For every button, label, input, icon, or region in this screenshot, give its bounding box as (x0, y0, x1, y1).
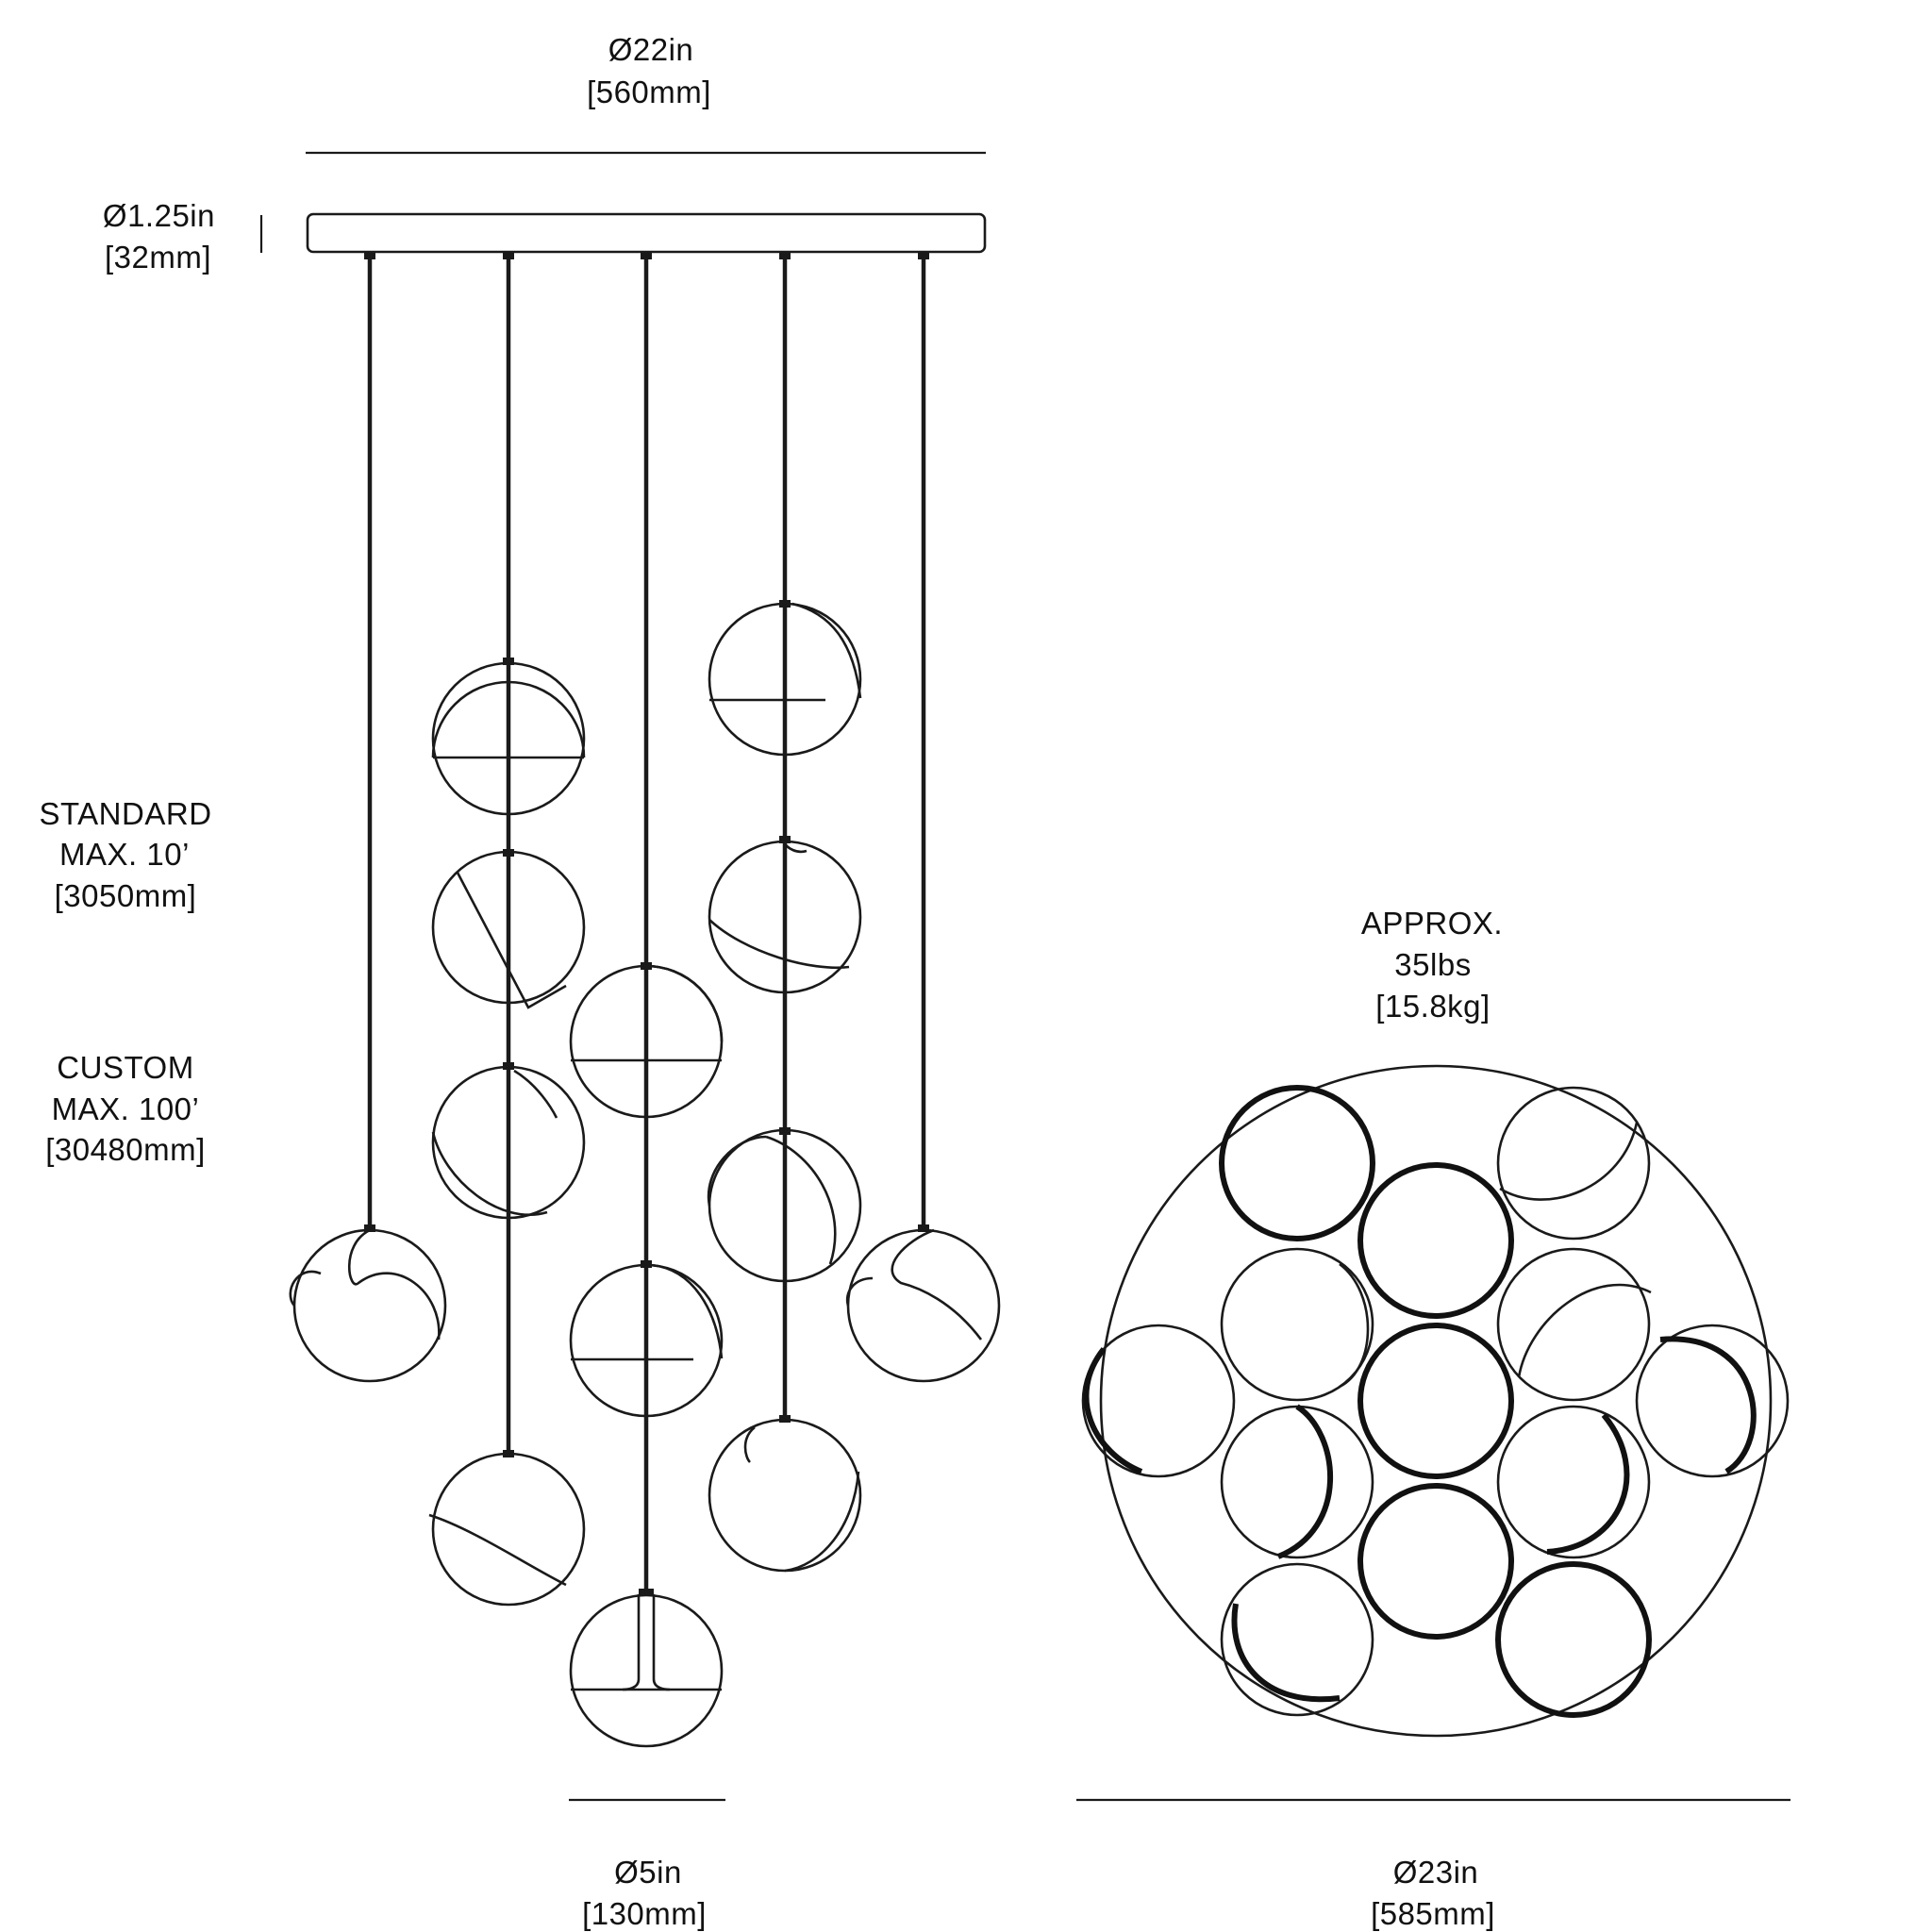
canopy-height-label: Ø1.25in [32mm] (103, 198, 215, 275)
globe-pendant (289, 1224, 447, 1383)
top-view-globe (1496, 1086, 1651, 1241)
globe-diameter-label: Ø5in [130mm] (582, 1855, 707, 1931)
custom-drop-title: CUSTOM (57, 1050, 193, 1085)
globe-diameter-metric: [130mm] (582, 1896, 707, 1931)
globe-pendant (431, 849, 586, 1009)
standard-drop-max: MAX. 10’ (59, 837, 190, 872)
globe-pendant (845, 1224, 1001, 1383)
globe-pendant (569, 1260, 724, 1418)
globe-pendant (707, 1127, 862, 1283)
top-view-globe (1496, 1405, 1651, 1559)
custom-drop-metric: [30480mm] (45, 1132, 206, 1167)
standard-drop-metric: [3050mm] (55, 878, 197, 913)
top-view-globe (1220, 1247, 1374, 1402)
top-view-globe (1357, 1323, 1514, 1479)
top-view-globe (1357, 1162, 1514, 1319)
globe-pendant (708, 836, 862, 994)
custom-drop-label: CUSTOM MAX. 100’ [30480mm] (45, 1050, 206, 1167)
canopy-width-label: Ø22in [560mm] (587, 32, 711, 109)
top-view-outline (1099, 1064, 1773, 1738)
weight-title: APPROX. (1361, 906, 1503, 941)
globe-pendant (569, 962, 724, 1119)
canopy (306, 212, 987, 254)
globe-pendant (428, 1450, 586, 1607)
weight-label: APPROX. 35lbs [15.8kg] (1361, 906, 1503, 1024)
custom-drop-max: MAX. 100’ (52, 1091, 200, 1126)
top-view-globe (1357, 1483, 1514, 1640)
overall-diameter-imperial: Ø23in (1393, 1855, 1479, 1890)
standard-drop-title: STANDARD (39, 796, 211, 831)
globe-pendant (431, 1062, 586, 1220)
top-view-globe (1496, 1247, 1651, 1402)
top-view-globe (1220, 1562, 1374, 1717)
standard-drop-label: STANDARD MAX. 10’ [3050mm] (39, 796, 211, 913)
globe-diameter-imperial: Ø5in (614, 1855, 682, 1890)
canopy-height-imperial: Ø1.25in (103, 198, 215, 233)
pendant-cords (367, 252, 926, 1594)
canopy-width-metric: [560mm] (587, 75, 711, 109)
weight-metric: [15.8kg] (1375, 989, 1490, 1024)
canopy-width-imperial: Ø22in (608, 32, 694, 67)
top-view-globe (1220, 1405, 1374, 1559)
globe-pendant (569, 1589, 724, 1748)
top-view-globe (1495, 1561, 1652, 1718)
globe-pendant (708, 600, 862, 757)
top-view (1081, 1064, 1790, 1738)
top-view-globe (1081, 1324, 1236, 1478)
weight-imperial: 35lbs (1394, 947, 1471, 982)
top-view-globe (1635, 1324, 1790, 1478)
globe-pendant (708, 1415, 862, 1573)
canopy-height-metric: [32mm] (105, 240, 211, 275)
globe-pendant (431, 658, 586, 816)
cord-clips (364, 252, 929, 259)
overall-diameter-metric: [585mm] (1371, 1896, 1495, 1931)
overall-diameter-label: Ø23in [585mm] (1371, 1855, 1495, 1931)
top-view-globe (1219, 1085, 1375, 1241)
